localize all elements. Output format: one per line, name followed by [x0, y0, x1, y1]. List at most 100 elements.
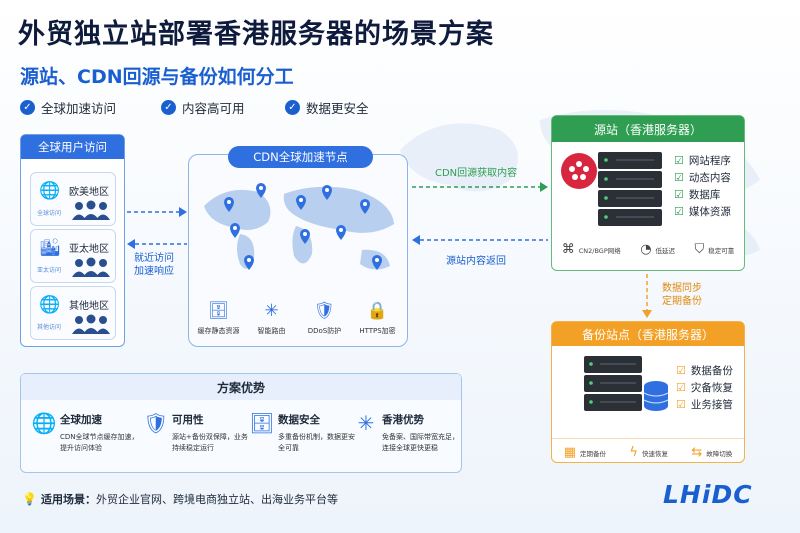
network-icon: ⌘ [561, 242, 575, 257]
page-subtitle: 源站、CDN回源与备份如何分工 [20, 66, 294, 88]
feature-label: 数据更安全 [306, 101, 369, 116]
lock-icon: 🔒 [366, 301, 389, 321]
list-item-label: 业务接管 [690, 399, 733, 411]
cdn-feature-label: HTTPS加密 [359, 327, 396, 335]
feature-data-security: ✓ 数据更安全 [285, 98, 369, 117]
origin-panel: 源站（香港服务器） ☑ 网站程序 ☑ 动态内容 ☑ 数据库 ☑ 媒体资源 ⌘CN2/BG… [551, 115, 745, 271]
backup-content-list: ☑ 数据备份 ☑灾备恢复 ☑ 业务接管 [676, 362, 733, 413]
speed-icon: ◔ [640, 242, 652, 257]
list-item-label: 网站程序 [688, 155, 731, 167]
list-item-label: 数据备份 [690, 365, 733, 377]
hong-kong-flag-icon [561, 153, 597, 189]
badge-label: 快速恢复 [641, 449, 668, 458]
badge-label: 故障切换 [706, 449, 733, 458]
badge-failover: ⇆故障切换 [691, 445, 732, 460]
globe-icon: 🌐 [39, 295, 61, 315]
arrow-users-to-cdn [127, 207, 187, 217]
list-item-label: 动态内容 [688, 172, 731, 184]
arrow-origin-to-cdn [412, 235, 548, 245]
badge-label: 稳定可靠 [708, 246, 735, 255]
advantage-title: 数据安全 [278, 414, 320, 426]
world-map [204, 183, 394, 270]
list-item-label: 数据库 [688, 189, 721, 201]
shield-icon: ⛉ [694, 242, 705, 257]
bolt-icon: ϟ [629, 445, 638, 460]
region-asia-pacific: 🏙 亚太地区 亚太访问 [30, 229, 116, 283]
advantages-header: 方案优势 [21, 374, 461, 400]
shield-icon: 🛡 [143, 411, 169, 435]
database-icon: 🗄 [207, 301, 230, 321]
users-icon [72, 257, 110, 277]
list-item: ☑ 业务接管 [676, 396, 733, 413]
database-icon: 🗄 [249, 411, 275, 435]
check-icon: ☑ [674, 205, 684, 218]
badge-scheduled-backup: ▦ 定期备份 [564, 445, 606, 460]
logo-part-b: DC [711, 480, 753, 509]
list-item-label: 媒体资源 [688, 206, 731, 218]
check-icon: ☑ [676, 381, 686, 394]
advantage-desc: 免备案、国际带宽充足，连接全球更快更稳 [382, 433, 459, 452]
city-icon: 🏙 [39, 238, 61, 258]
cdn-header: CDN全球加速节点 [228, 146, 373, 168]
network-icon: ✳ [264, 301, 279, 321]
region-other: 🌐 其他地区 其他访问 [30, 286, 116, 340]
use-cases: 💡 适用场景： 外贸企业官网、跨境电商独立站、出海业务平台等 [22, 491, 338, 507]
server-rack-icon [598, 152, 662, 226]
region-sub: 亚太访问 [37, 267, 62, 274]
brand-logo: LHiDC [663, 480, 753, 509]
list-item: ☑ 媒体资源 [674, 203, 731, 220]
badge-label: 低延迟 [655, 246, 676, 255]
region-europe-america: 🌐 欧美地区 全球访问 [30, 172, 116, 226]
cdn-feature-https: 🔒 HTTPS加密 [352, 300, 404, 336]
lightbulb-icon: 💡 [22, 492, 37, 506]
origin-return-label: 源站内容返回 [446, 256, 506, 267]
region-sub: 全球访问 [37, 210, 62, 217]
check-icon: ✓ [285, 100, 300, 115]
badge-label: 定期备份 [580, 449, 606, 458]
cdn-feature-label: DDoS防护 [307, 327, 342, 335]
check-icon: ☑ [676, 364, 686, 377]
globe-icon: 🌐 [31, 411, 57, 435]
region-name: 亚太地区 [69, 244, 109, 255]
check-icon: ✓ [20, 100, 35, 115]
users-icon [72, 314, 110, 334]
check-icon: ☑ [676, 398, 686, 411]
check-icon: ✓ [161, 100, 176, 115]
network-icon: ✳ [357, 411, 375, 435]
region-name: 欧美地区 [69, 187, 109, 198]
sync-backup-label: 数据同步 定期备份 [662, 283, 702, 307]
calendar-icon: ▦ [563, 445, 576, 460]
list-item: ☑灾备恢复 [676, 379, 733, 396]
cdn-feature-label: 缓存静态资源 [197, 327, 240, 335]
cdn-feature-routing: ✳ 智能路由 [246, 300, 298, 336]
badge-stable: ⛉稳定可靠 [695, 242, 735, 257]
list-item: ☑ 数据备份 [676, 362, 733, 379]
advantage-title: 可用性 [172, 414, 204, 426]
origin-badges: ⌘CN2/BGP网络 ◔低延迟 ⛉稳定可靠 [552, 242, 744, 257]
feature-label: 内容高可用 [182, 101, 245, 116]
cdn-features: 🗄 缓存静态资源 ✳ 智能路由 🛡 DDoS防护 🔒 HTTPS加密 [192, 300, 404, 336]
logo-part-a: LHi [663, 480, 712, 509]
advantages-panel: 方案优势 🌐 全球加速 CDN全球节点缓存加速，提升访问体验 🛡 可用性 源站+… [20, 373, 462, 473]
page-title: 外贸独立站部署香港服务器的场景方案 [18, 19, 494, 50]
arrow-origin-to-backup [642, 274, 652, 318]
badge-low-latency: ◔低延迟 [640, 242, 675, 257]
advantage-title: 香港优势 [382, 414, 424, 426]
users-icon [72, 200, 110, 220]
feature-label: 全球加速访问 [41, 101, 117, 116]
feature-global-speed: ✓ 全球加速访问 [20, 98, 116, 117]
arrow-cdn-to-origin [412, 182, 548, 192]
origin-header: 源站（香港服务器） [552, 116, 744, 142]
global-users-panel: 全球用户访问 🌐 欧美地区 全球访问 🏙 亚太地区 亚太访问 🌐 其他地区 其他… [20, 134, 125, 347]
cdn-feature-ddos: 🛡 DDoS防护 [299, 300, 351, 336]
check-icon: ☑ [674, 154, 684, 167]
shield-icon: 🛡 [313, 301, 336, 321]
nearest-access-label: 就近访问 加速响应 [134, 253, 174, 277]
cdn-fetch-label: CDN回源获取内容 [435, 168, 518, 179]
check-icon: ☑ [674, 188, 684, 201]
badge-label: CN2/BGP网络 [578, 246, 621, 255]
advantage-title: 全球加速 [60, 414, 102, 426]
